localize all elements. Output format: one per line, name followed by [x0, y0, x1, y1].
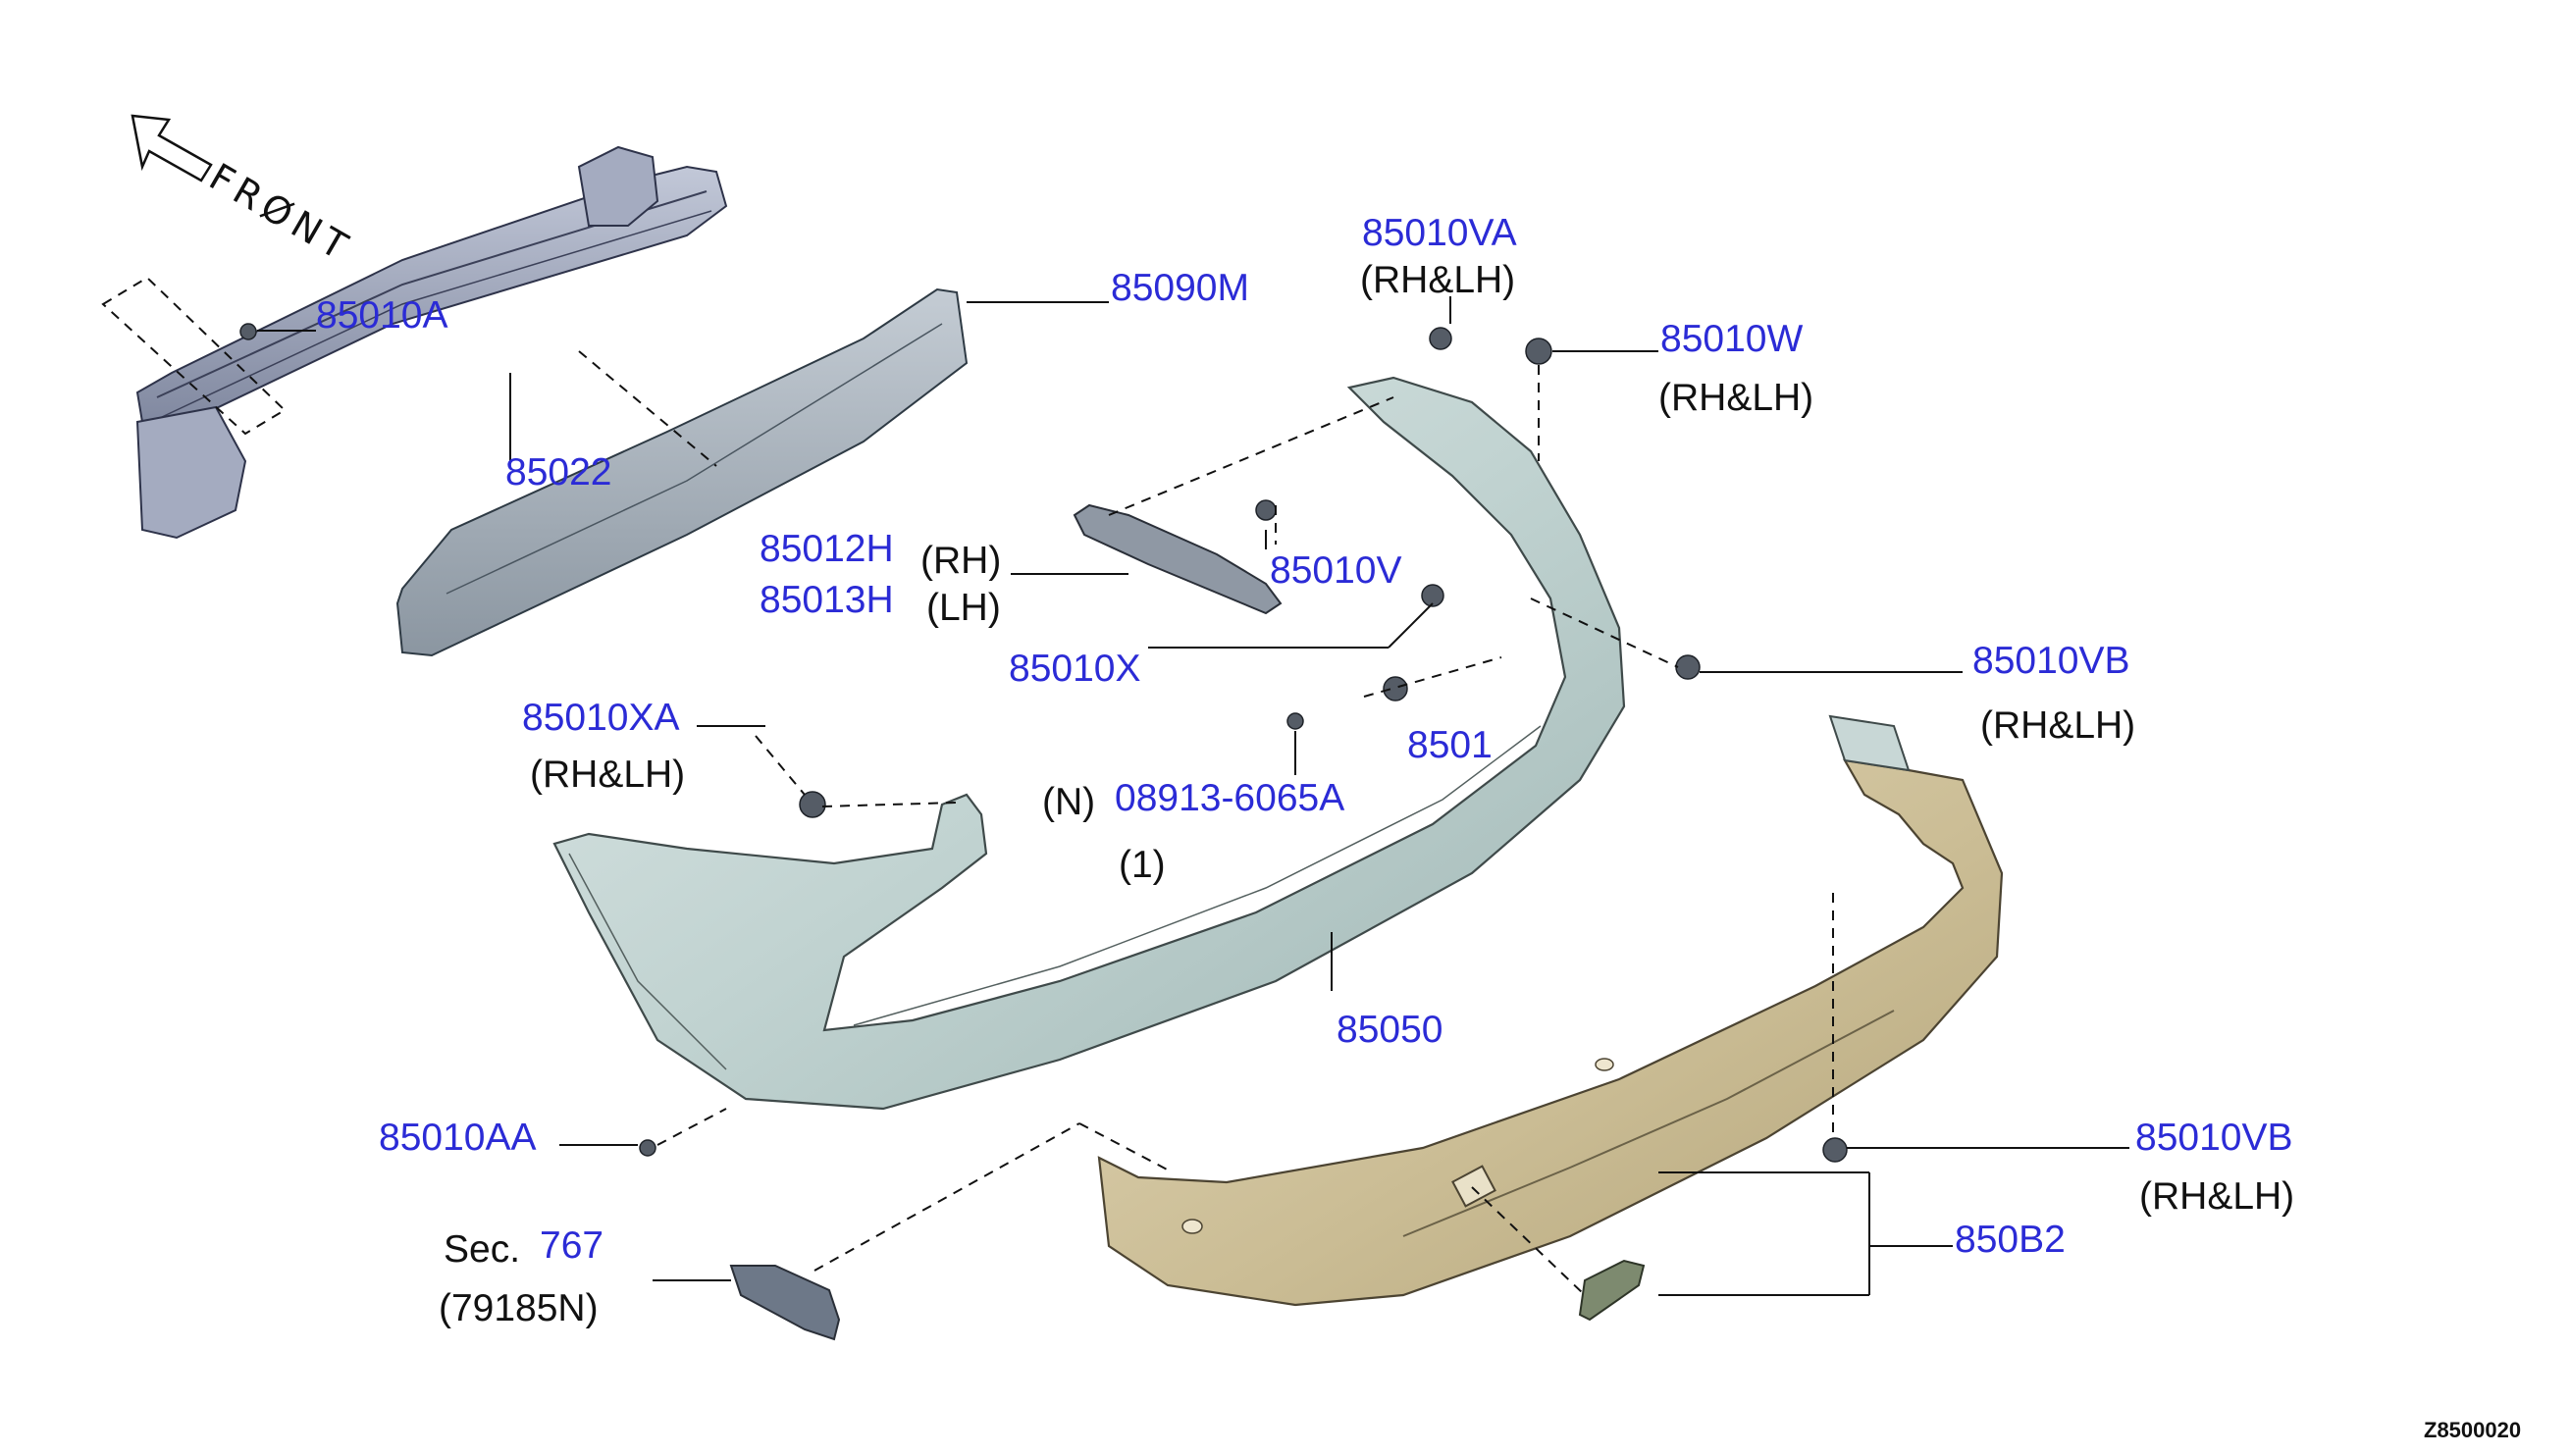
reinforcement-beam: [135, 145, 728, 540]
fastener-icons: [239, 323, 1848, 1163]
tow-hook-cover-part: [729, 1265, 841, 1341]
part-08913-6065A[interactable]: 08913-6065A: [1115, 777, 1345, 819]
part-85010W-side: (RH&LH): [1658, 377, 1814, 419]
part-85010VB-lower-side: (RH&LH): [2139, 1175, 2295, 1218]
part-85013H[interactable]: 85013H: [760, 579, 894, 621]
part-85010V[interactable]: 85010V: [1270, 549, 1402, 592]
dashed-lines: [101, 276, 1834, 1296]
part-85010VB-lower[interactable]: 85010VB: [2135, 1117, 2293, 1159]
energy-absorber: [395, 287, 969, 657]
part-8501-partial[interactable]: 8501: [1407, 724, 1493, 766]
part-85010AA[interactable]: 85010AA: [379, 1117, 537, 1159]
tow-hook-cap: [1578, 1259, 1646, 1322]
part-85010X[interactable]: 85010X: [1009, 648, 1141, 690]
part-85010VB-upper[interactable]: 85010VB: [1972, 640, 2130, 682]
part-85010XA-side: (RH&LH): [530, 754, 686, 796]
diagram-code: Z8500020: [2424, 1418, 2522, 1442]
part-85013H-side: (LH): [926, 587, 1001, 629]
part-85012H-side: (RH): [920, 540, 1002, 582]
part-08913-prefix: (N): [1042, 781, 1096, 823]
leader-lines: [257, 296, 2129, 1296]
bumper-fascia: [552, 376, 1626, 1111]
part-85090M[interactable]: 85090M: [1111, 267, 1249, 309]
part-85022[interactable]: 85022: [505, 451, 612, 494]
section-part: (79185N): [439, 1287, 599, 1329]
part-85010W[interactable]: 85010W: [1660, 318, 1804, 360]
part-08913-qty: (1): [1119, 844, 1166, 886]
part-85010XA[interactable]: 85010XA: [522, 697, 680, 739]
part-85012H[interactable]: 85012H: [760, 528, 894, 570]
section-prefix: Sec.: [444, 1228, 521, 1271]
part-850B2[interactable]: 850B2: [1955, 1219, 2066, 1261]
side-bracket: [1073, 503, 1283, 615]
part-85050[interactable]: 85050: [1337, 1009, 1443, 1051]
part-85010A[interactable]: 85010A: [316, 294, 448, 337]
section-number[interactable]: 767: [540, 1224, 604, 1267]
part-85010VB-upper-side: (RH&LH): [1980, 704, 2136, 747]
front-arrow-icon: [131, 114, 213, 182]
part-85010VA[interactable]: 85010VA: [1362, 212, 1517, 254]
part-85010VA-side: (RH&LH): [1360, 259, 1516, 301]
